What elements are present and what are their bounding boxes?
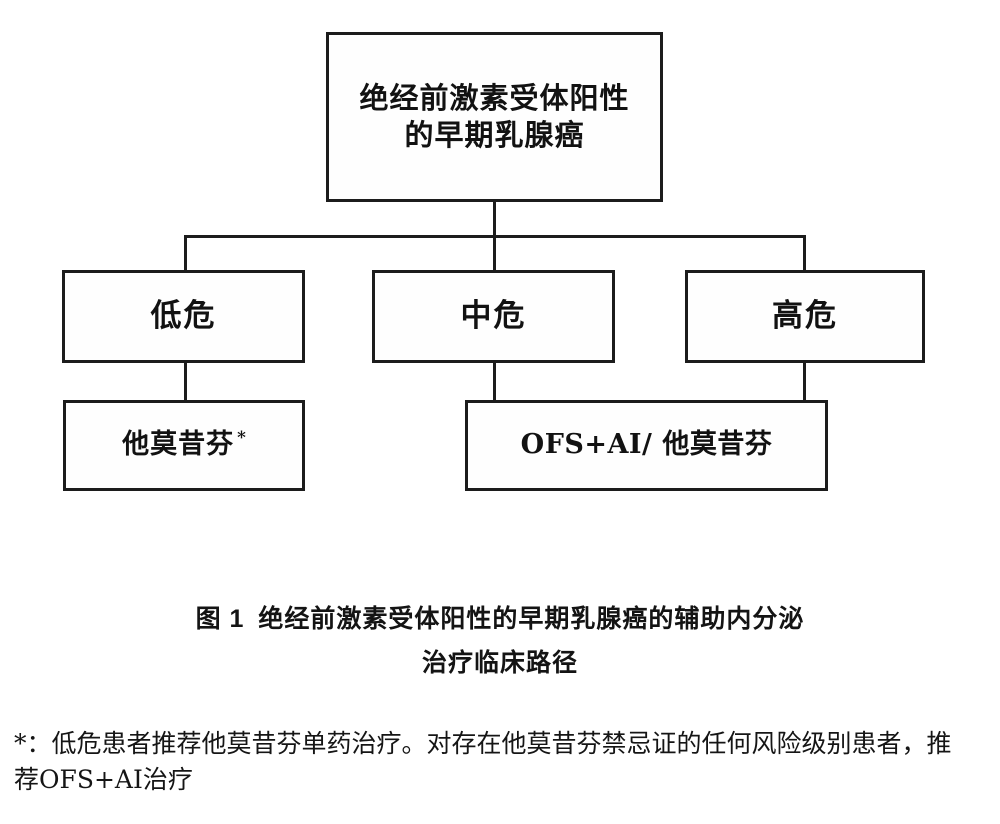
caption-line-2: 治疗临床路径 — [421, 648, 578, 677]
node-risk-low-label: 低危 — [150, 297, 217, 334]
node-treatment-tamoxifen: 他莫昔芬* — [63, 400, 305, 491]
caption-line-1: 图 1 绝经前激素受体阳性的早期乳腺癌的辅助内分泌 — [0, 598, 1000, 642]
figure-caption: 图 1 绝经前激素受体阳性的早期乳腺癌的辅助内分泌 治疗临床路径 — [0, 598, 1000, 686]
node-premenopausal-hr-positive-early-breast-cancer: 绝经前激素受体阳性 的早期乳腺癌 — [326, 32, 663, 202]
connector-mid-risk-to-ofs-ai — [493, 362, 496, 402]
connector-root-stem — [493, 202, 496, 238]
connector-high-risk-to-ofs-ai — [803, 362, 806, 402]
node-risk-mid-label: 中危 — [460, 297, 527, 334]
node-treatment-ofs-ai-or-tamoxifen: OFS+AI/ 他莫昔芬 — [465, 400, 828, 491]
node-treatment-tamoxifen-label: 他莫昔芬* — [122, 428, 246, 463]
footnote-marker-asterisk: * — [237, 427, 246, 448]
treatment-tamoxifen-text: 他莫昔芬 — [122, 429, 235, 461]
connector-drop-to-mid-risk — [493, 235, 496, 272]
node-treatment-ofs-ai-label: OFS+AI/ 他莫昔芬 — [520, 429, 773, 461]
connector-drop-to-high-risk — [803, 235, 806, 272]
node-risk-low: 低危 — [62, 270, 305, 363]
figure-footnote: *：低危患者推荐他莫昔芬单药治疗。对存在他莫昔芬禁忌证的任何风险级别患者，推荐O… — [14, 729, 952, 794]
node-risk-high: 高危 — [685, 270, 925, 363]
figure-number: 图 1 — [195, 605, 245, 633]
node-root-label: 绝经前激素受体阳性 的早期乳腺癌 — [359, 80, 630, 152]
caption-title-part-1: 绝经前激素受体阳性的早期乳腺癌的辅助内分泌 — [258, 605, 805, 633]
connector-low-risk-to-tamoxifen — [184, 362, 187, 402]
node-risk-mid: 中危 — [372, 270, 615, 363]
node-risk-high-label: 高危 — [772, 297, 838, 334]
connector-drop-to-low-risk — [184, 235, 187, 272]
flowchart-diagram: 绝经前激素受体阳性 的早期乳腺癌 低危 中危 高危 他莫昔芬* OFS+AI/ … — [62, 32, 925, 491]
